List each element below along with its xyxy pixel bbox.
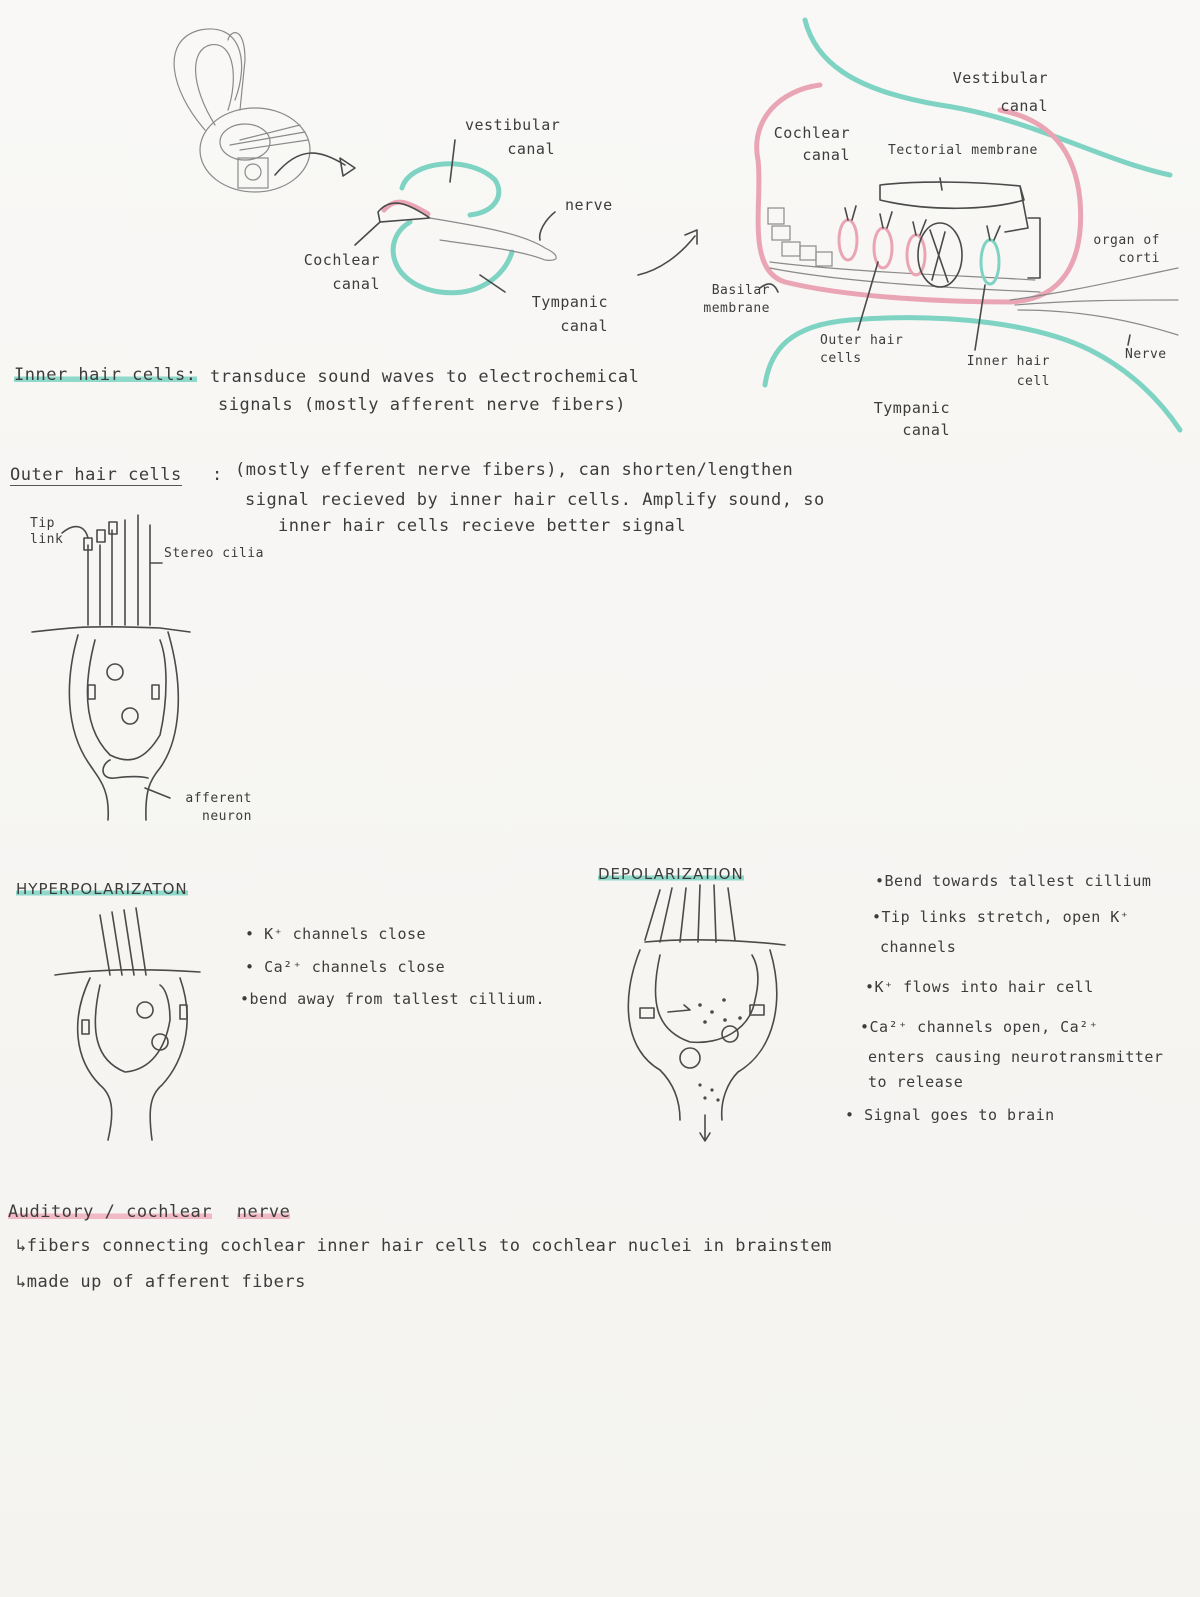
label-vestibular-canal-small: vestibular canal bbox=[465, 116, 561, 158]
auditory-nerve-heading: Auditory / cochlear nerve bbox=[8, 1202, 291, 1222]
hyper-bullet-1-text: K⁺ channels close bbox=[264, 925, 427, 943]
outer-hair-cells-line2: signal recieved by inner hair cells. Amp… bbox=[245, 490, 825, 510]
outer-hair-cells-line3: inner hair cells recieve better signal bbox=[278, 516, 686, 536]
label-tympanic-canal-small: Tympanic canal bbox=[531, 293, 608, 335]
hyper-bullet-2: • Ca²⁺ channels close bbox=[245, 958, 446, 976]
depol-bullet-5-text: Signal goes to brain bbox=[864, 1106, 1055, 1124]
depolarization-heading: DEPOLARIZATION bbox=[598, 865, 744, 883]
hyper-bullet-1: • K⁺ channels close bbox=[245, 925, 427, 943]
depol-bullet-4c: to release bbox=[868, 1073, 964, 1091]
outer-hair-cells-colon: : bbox=[212, 465, 223, 485]
auditory-nerve-heading-part1: Auditory / cochlear bbox=[8, 1202, 212, 1222]
depol-bullet-4b: enters causing neurotransmitter bbox=[868, 1048, 1164, 1066]
inner-hair-cells-line2: signals (mostly afferent nerve fibers) bbox=[218, 395, 626, 415]
depol-bullet-2b: channels bbox=[880, 938, 957, 956]
label-basilar-membrane: Basilar membrane bbox=[703, 283, 770, 316]
depol-bullet-3-text: K⁺ flows into hair cell bbox=[874, 978, 1094, 996]
label-cochlear-canal-big: Cochlear canal bbox=[773, 124, 850, 164]
depol-bullet-1: •Bend towards tallest cillium bbox=[875, 872, 1152, 890]
label-afferent-neuron: afferent neuron bbox=[185, 791, 252, 824]
label-tympanic-canal-big: Tympanic canal bbox=[873, 399, 950, 439]
label-outer-hair-cells: Outer hair cells bbox=[820, 333, 904, 366]
label-tectorial-membrane: Tectorial membrane bbox=[888, 143, 1038, 158]
depol-bullet-2: •Tip links stretch, open K⁺ bbox=[872, 908, 1130, 926]
label-nerve-small: nerve bbox=[565, 196, 613, 214]
inner-hair-cells-line1: transduce sound waves to electrochemical bbox=[210, 367, 640, 387]
label-inner-hair-cell: Inner hair cell bbox=[966, 354, 1050, 389]
depol-bullet-4: •Ca²⁺ channels open, Ca²⁺ bbox=[860, 1018, 1099, 1036]
depol-bullet-4-text: Ca²⁺ channels open, Ca²⁺ bbox=[869, 1018, 1099, 1036]
auditory-nerve-heading-part2: nerve bbox=[236, 1202, 291, 1222]
hyper-bullet-3: •bend away from tallest cillium. bbox=[240, 990, 545, 1008]
depol-bullet-1-text: Bend towards tallest cillium bbox=[884, 872, 1152, 890]
depol-bullet-5: • Signal goes to brain bbox=[845, 1106, 1055, 1124]
hyperpolarization-heading: HYPERPOLARIZATON bbox=[16, 880, 188, 898]
label-stereocilia: Stereo cilia bbox=[164, 546, 264, 561]
label-nerve-big: Nerve bbox=[1125, 347, 1167, 362]
auditory-nerve-line1: ↳fibers connecting cochlear inner hair c… bbox=[16, 1236, 832, 1256]
auditory-nerve-line2: ↳made up of afferent fibers bbox=[16, 1272, 306, 1292]
depol-bullet-2-text: Tip links stretch, open K⁺ bbox=[881, 908, 1130, 926]
hyper-bullet-2-text: Ca²⁺ channels close bbox=[264, 958, 446, 976]
inner-hair-cells-heading: Inner hair cells: bbox=[14, 365, 197, 385]
label-organ-of-corti: organ of corti bbox=[1093, 233, 1160, 266]
label-cochlear-canal-small: Cochlear canal bbox=[303, 251, 380, 293]
label-vestibular-canal-big: Vestibular canal bbox=[952, 69, 1048, 115]
outer-hair-cells-line1: (mostly efferent nerve fibers), can shor… bbox=[235, 460, 794, 480]
label-tip-link: Tip link bbox=[30, 516, 64, 547]
hyper-bullet-3-text: bend away from tallest cillium. bbox=[249, 990, 545, 1008]
depol-bullet-3: •K⁺ flows into hair cell bbox=[865, 978, 1094, 996]
outer-hair-cells-heading: Outer hair cells bbox=[10, 465, 182, 486]
